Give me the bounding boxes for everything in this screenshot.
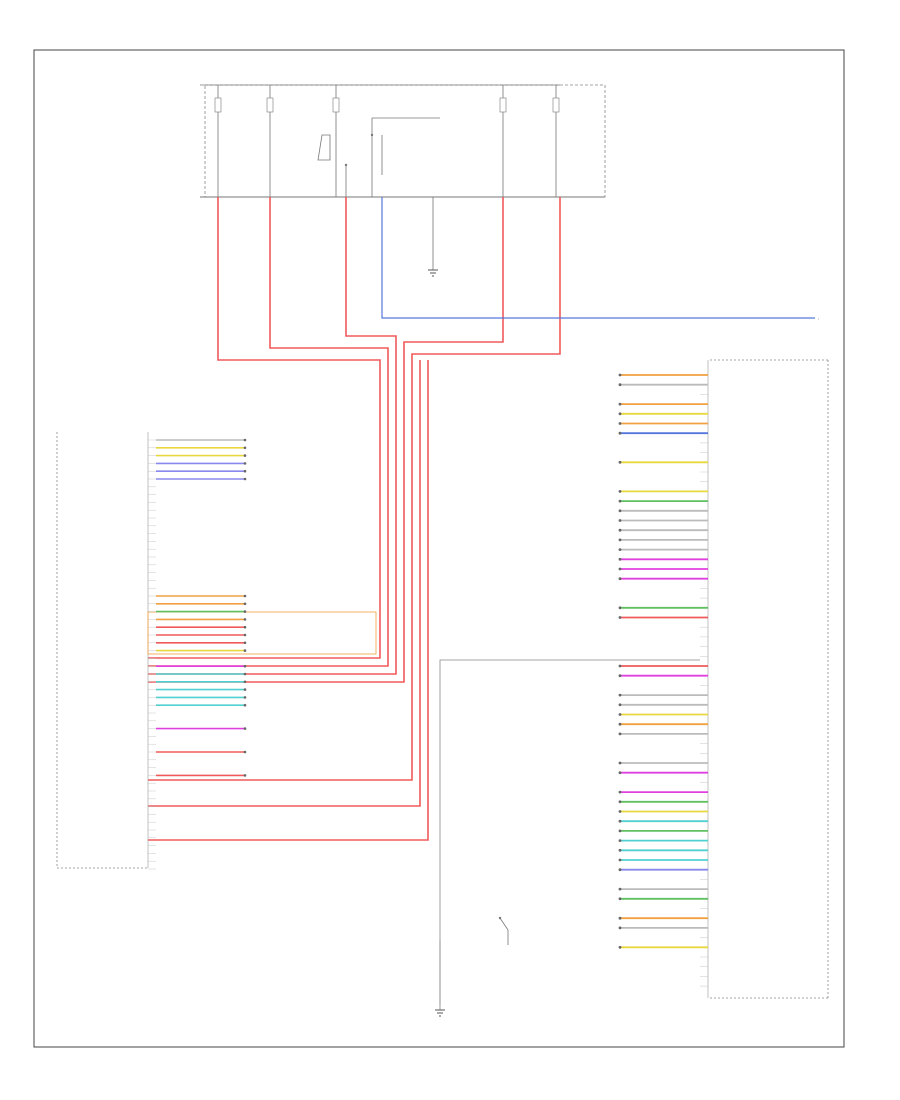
- fuse-2: [266, 85, 274, 197]
- power-wire-7: [148, 360, 429, 841]
- right-wire-terminal: [618, 916, 622, 920]
- right-wire-terminal: [618, 509, 622, 513]
- fuse-4: [499, 85, 507, 197]
- left-wire-terminal: [243, 649, 247, 652]
- right-wire-terminal: [618, 732, 622, 736]
- left-wire-terminal: [243, 446, 247, 450]
- left-wire-terminal: [243, 641, 247, 645]
- left-wire-terminal: [243, 438, 247, 442]
- power-wire-2: [148, 197, 389, 667]
- left-wire-terminal: [243, 727, 247, 730]
- left-wire-terminal: [243, 618, 247, 621]
- right-control-module: [618, 359, 829, 999]
- right-wire-terminal: [618, 858, 622, 862]
- left-control-module: [56, 432, 377, 870]
- right-wire-terminal: [618, 490, 622, 493]
- right-wire-terminal: [618, 945, 622, 949]
- fuse-1: [214, 85, 222, 197]
- left-wire-terminal: [243, 672, 247, 676]
- bottom-ground: [435, 940, 445, 1017]
- power-wire-6: [148, 360, 421, 807]
- diagram-frame: [33, 49, 845, 1048]
- right-wire-terminal: [618, 897, 622, 901]
- right-wire-terminal: [618, 460, 622, 464]
- right-wire-terminal: [618, 693, 622, 697]
- bottom-switch: [498, 916, 509, 945]
- right-wire-terminal: [618, 402, 622, 406]
- left-wire-terminal: [243, 610, 247, 613]
- left-wire-terminal: [243, 680, 247, 684]
- right-wire-terminal: [618, 606, 622, 610]
- left-wire-terminal: [243, 696, 247, 699]
- left-wire-terminal: [243, 594, 247, 598]
- fuse-5: [552, 85, 560, 197]
- right-ground-wire: [439, 659, 700, 1005]
- right-wire-terminal: [618, 810, 622, 813]
- right-wire-terminal: [618, 722, 622, 726]
- right-wire-terminal: [618, 528, 622, 532]
- power-wire-1: [148, 197, 381, 659]
- right-wire-terminal: [618, 839, 622, 842]
- right-wire-terminal: [618, 790, 622, 794]
- right-connector-rows: [618, 373, 708, 987]
- right-wire-terminal: [618, 868, 622, 872]
- left-wire-terminal: [243, 664, 247, 668]
- right-wire-terminal: [618, 848, 622, 852]
- left-wire-terminal: [243, 477, 247, 481]
- right-wire-terminal: [618, 548, 622, 551]
- left-wire-terminal: [243, 750, 247, 754]
- right-wire-terminal: [618, 519, 622, 522]
- right-wire-terminal: [618, 577, 622, 581]
- data-wire-blue: [381, 197, 815, 319]
- right-wire-terminal: [618, 819, 622, 823]
- right-wire-terminal: [618, 664, 622, 668]
- right-wire-terminal: [618, 538, 622, 542]
- right-wire-terminal: [618, 557, 622, 561]
- right-wire-terminal: [618, 771, 622, 775]
- right-wire-terminal: [618, 422, 622, 425]
- power-wire-4: [148, 197, 504, 683]
- right-wire-terminal: [618, 926, 622, 930]
- power-wire-3: [148, 197, 397, 675]
- left-wire-terminal: [243, 454, 247, 457]
- left-wire-terminal: [243, 602, 247, 606]
- left-wire-terminal: [243, 625, 247, 629]
- right-wire-terminal: [618, 713, 622, 716]
- right-wire-terminal: [618, 499, 622, 503]
- right-wire-terminal: [618, 616, 622, 619]
- power-wires: [148, 197, 561, 841]
- fuse-block: [200, 84, 606, 198]
- left-wire-terminal: [243, 774, 247, 777]
- left-wire-terminal: [243, 633, 247, 637]
- right-wire-terminal: [618, 431, 622, 435]
- fuse-block-border: [204, 84, 606, 198]
- left-connector-rows: [148, 438, 247, 870]
- ground-symbol: [428, 197, 438, 277]
- right-wire-terminal: [618, 887, 622, 891]
- right-wire-terminal: [618, 703, 622, 707]
- right-wire-terminal: [618, 800, 622, 804]
- data-wire-arrow: ›: [818, 317, 820, 321]
- relay-symbol: [317, 117, 440, 197]
- left-wire-terminal: [243, 462, 247, 465]
- right-wire-terminal: [618, 674, 622, 678]
- right-wire-terminal: [618, 761, 622, 765]
- left-wire-terminal: [243, 469, 247, 473]
- right-wire-terminal: [618, 383, 622, 387]
- right-wire-terminal: [618, 567, 622, 571]
- right-wire-terminal: [618, 829, 622, 833]
- left-wire-terminal: [243, 703, 247, 707]
- right-wire-terminal: [618, 412, 622, 416]
- right-wire-terminal: [618, 373, 622, 377]
- fuse-3: [332, 85, 340, 197]
- left-wire-terminal: [243, 688, 247, 691]
- power-wire-5: [148, 197, 561, 781]
